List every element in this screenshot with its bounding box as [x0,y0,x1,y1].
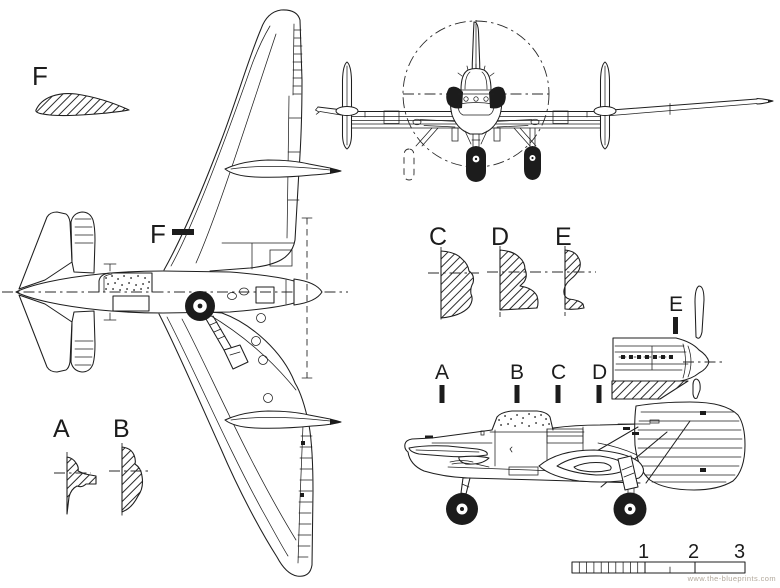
scale-tick-3: 3 [734,541,745,563]
front-view [314,20,774,182]
scale-tick-2: 2 [688,541,699,563]
station-a-label: A [435,361,449,384]
airfoil-section-label: F [32,61,48,91]
station-e-label: E [669,293,683,316]
airfoil-section-f: F [32,61,130,117]
station-c-label: C [551,361,566,384]
cross-sections-cde: C D E [428,223,596,322]
section-b-profile [121,446,144,513]
section-c-profile [440,250,475,319]
section-a-profile [66,456,97,515]
station-b-label: B [510,361,524,384]
plan-section-marker-dash [172,229,194,235]
plan-main-wheel [185,291,249,370]
section-d-profile [499,249,539,311]
section-d-label: D [491,223,509,251]
watermark-text: www.the-blueprints.com [687,574,776,583]
station-d-label: D [592,361,607,384]
plan-section-marker-label: F [150,219,166,249]
scale-bar: 1 2 3 [571,541,746,574]
engine-detail [611,285,722,400]
side-canopy-stipple [498,413,550,427]
canopy-stipple [105,275,150,291]
cross-sections-ab: A B [53,415,148,517]
airfoil-profile [35,93,130,117]
section-b-label: B [113,415,130,443]
engine-cowl-hatch [611,380,689,400]
plan-view: F [2,9,348,577]
section-e-label: E [555,223,572,251]
side-view: A B C D E [404,285,746,526]
section-a-label: A [53,415,70,443]
section-e-profile [563,249,585,310]
scale-tick-1: 1 [638,541,649,563]
section-c-label: C [429,223,447,251]
